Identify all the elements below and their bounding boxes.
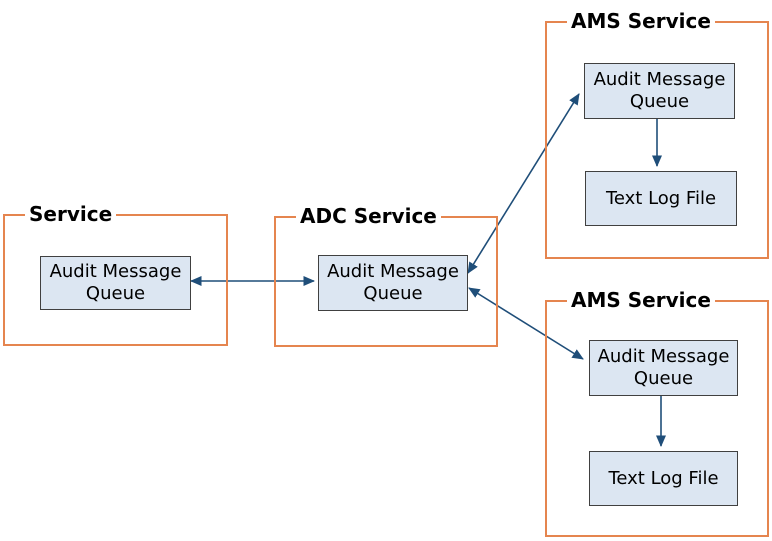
group-title-adc-service: ADC Service	[296, 204, 441, 228]
node-text-log-file: Text Log File	[589, 451, 738, 506]
node-audit-message-queue: Audit Message Queue	[40, 256, 191, 310]
group-service: Service Audit Message Queue	[3, 202, 228, 346]
node-label: Audit Message Queue	[593, 69, 726, 112]
group-title-ams-service: AMS Service	[567, 9, 715, 33]
group-ams-service-bottom: AMS Service Audit Message Queue Text Log…	[545, 288, 769, 537]
group-adc-service: ADC Service Audit Message Queue	[274, 204, 498, 347]
node-label: Text Log File	[605, 187, 717, 209]
node-audit-message-queue: Audit Message Queue	[318, 255, 468, 311]
node-label: Audit Message Queue	[327, 261, 459, 304]
group-title-ams-service: AMS Service	[567, 288, 715, 312]
node-audit-message-queue: Audit Message Queue	[589, 340, 738, 396]
node-label: Audit Message Queue	[49, 261, 182, 304]
group-ams-service-top: AMS Service Audit Message Queue Text Log…	[545, 9, 769, 259]
group-title-service: Service	[25, 202, 117, 226]
node-audit-message-queue: Audit Message Queue	[584, 63, 735, 119]
node-text-log-file: Text Log File	[585, 171, 737, 226]
node-label: Audit Message Queue	[597, 346, 730, 389]
node-label: Text Log File	[608, 467, 719, 489]
